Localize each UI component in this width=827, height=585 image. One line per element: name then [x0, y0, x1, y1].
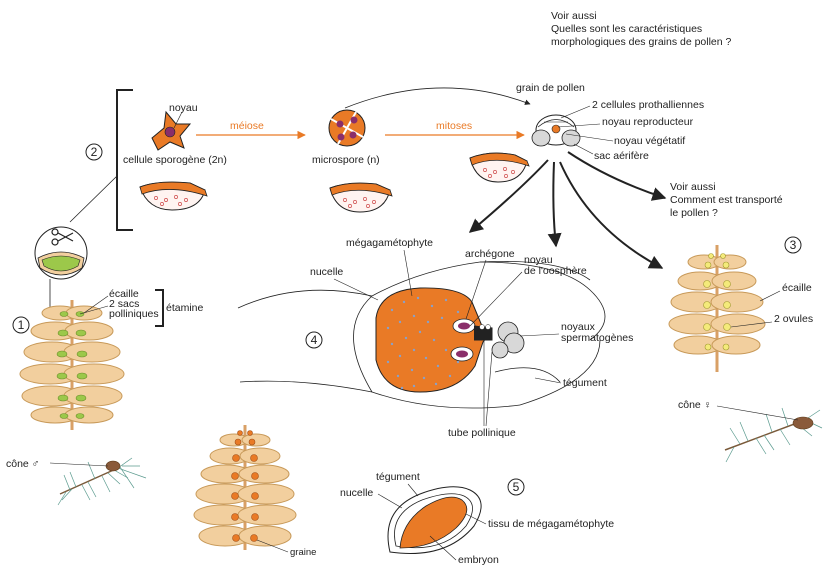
label-tube-pollinique: tube pollinique — [448, 427, 516, 439]
link-text-line[interactable]: morphologiques des grains de pollen ? — [551, 36, 732, 48]
label-sacs-polliniques-1: 2 sacs — [109, 298, 139, 310]
label-mitoses: mitoses — [436, 120, 472, 132]
label-ecaille-male: écaille — [109, 288, 139, 300]
step-5-marker — [507, 478, 525, 496]
label-ecaille-femelle: écaille — [782, 282, 812, 294]
label-sacs-polliniques-2: polliniques — [109, 308, 159, 320]
label-tegument-graine: tégument — [376, 471, 420, 483]
pollen-grain-leader-lines — [557, 105, 614, 155]
label-megagametophyte: mégagamétophyte — [346, 237, 433, 249]
label-noyaux-sperm-2: spermatogènes — [561, 332, 633, 344]
step-4-number: 4 — [311, 333, 318, 347]
label-microspore: microspore (n) — [312, 154, 380, 166]
megagametophyte — [375, 287, 525, 393]
link-text-line[interactable]: Quelles sont les caractéristiques — [551, 23, 702, 35]
seed — [387, 486, 482, 555]
pollen-sac-2 — [329, 182, 393, 213]
scissors-lens — [34, 226, 88, 280]
step-3-number: 3 — [790, 238, 797, 252]
scissors-icon — [51, 228, 74, 246]
voir-aussi-label: Voir aussi — [551, 10, 597, 22]
step-3-marker — [784, 236, 802, 254]
label-meiose: méiose — [230, 120, 264, 132]
step-2-number: 2 — [91, 145, 98, 159]
label-etamine: étamine — [166, 302, 204, 314]
label-tissu-megagametophyte: tissu de mégagamétophyte — [488, 518, 614, 530]
step-1-marker — [12, 316, 30, 334]
label-tegument: tégument — [563, 377, 607, 389]
label-archegone: archégone — [465, 248, 515, 260]
label-grain-de-pollen: grain de pollen — [516, 82, 585, 94]
sporogenous-cell — [151, 110, 192, 151]
label-nucelle: nucelle — [310, 266, 343, 278]
pollen-sac-1 — [139, 181, 208, 211]
step-4-marker — [305, 331, 323, 349]
label-noyau-reproducteur: noyau reproducteur — [602, 116, 694, 128]
link-pollen-transport[interactable]: Voir aussi Comment est transporté le pol… — [670, 181, 783, 219]
label-graine: graine — [290, 547, 316, 558]
label-cellule-sporogene: cellule sporogène (2n) — [123, 154, 227, 166]
step-5-number: 5 — [513, 480, 520, 494]
microspore-tetrad — [328, 109, 366, 147]
step-2-bracket: 2 — [69, 89, 133, 231]
label-noyau-oosphere-1: noyau — [524, 254, 553, 266]
pine-branch-icon — [724, 407, 823, 463]
arrow-to-pollen-grain — [344, 87, 531, 109]
label-cellules-prothalliennes: 2 cellules prothalliennes — [592, 99, 704, 111]
label-noyau-vegetatif: noyau végétatif — [614, 135, 685, 147]
pollen-dispersal-arrows — [468, 151, 667, 269]
etamine-bracket — [155, 289, 164, 327]
label-cone-male: cône ♂ — [6, 458, 40, 470]
ovule-outline — [237, 261, 606, 409]
label-embryon: embryon — [458, 554, 499, 566]
label-cone-femelle: cône ♀ — [678, 399, 712, 411]
label-sac-aerifere: sac aérifère — [594, 150, 649, 162]
male-cone — [19, 300, 125, 430]
label-nucelle-graine: nucelle — [340, 487, 373, 499]
label-ovules: 2 ovules — [774, 313, 813, 325]
link-pollen-morphology[interactable]: Voir aussi Quelles sont les caractéristi… — [551, 10, 732, 48]
pollen-sac-3 — [469, 152, 530, 183]
label-noyau-oosphere-2: de l'oosphère — [524, 265, 587, 277]
step-2-marker — [85, 143, 103, 161]
link-text-line[interactable]: le pollen ? — [670, 207, 718, 219]
label-noyaux-sperm-1: noyaux — [561, 321, 596, 333]
voir-aussi-label: Voir aussi — [670, 181, 716, 193]
pine-branch-icon — [57, 457, 147, 506]
step-1-number: 1 — [18, 318, 25, 332]
female-cone — [668, 245, 766, 372]
male-cone-leader-lines — [79, 295, 109, 315]
pollen-grain — [531, 114, 581, 147]
label-noyau: noyau — [169, 102, 198, 114]
seed-cone — [193, 425, 297, 550]
link-text-line[interactable]: Comment est transporté — [670, 194, 783, 206]
